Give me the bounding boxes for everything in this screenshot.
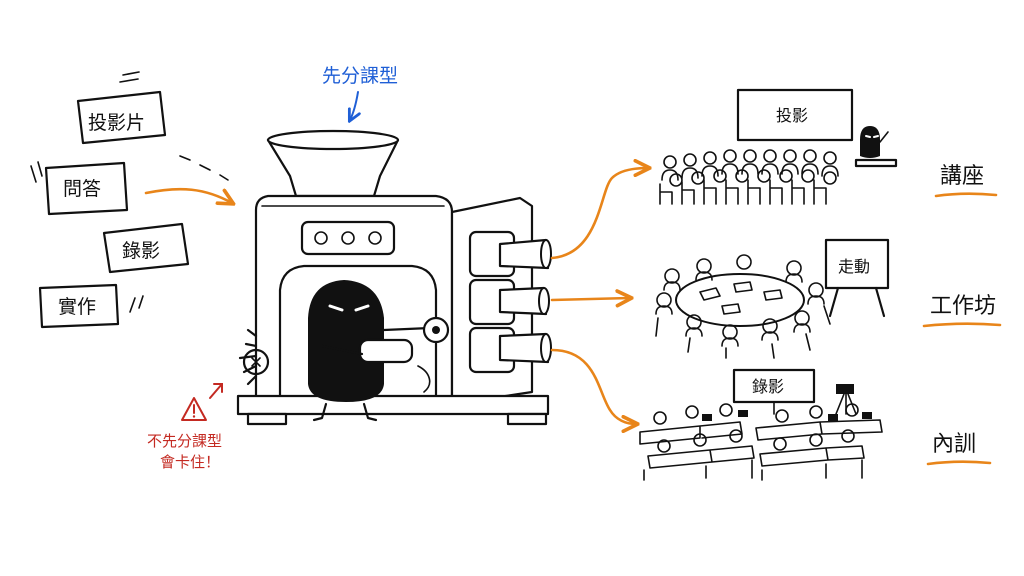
input-card-qa-label: 問答 xyxy=(63,178,101,200)
workshop-scene: 走動 xyxy=(655,238,890,359)
warning-note: 不先分課型 會卡住！ xyxy=(147,383,223,471)
sorting-machine xyxy=(236,129,552,426)
operator-character xyxy=(308,280,450,422)
training-underline xyxy=(926,460,992,466)
training-scene: 錄影 xyxy=(639,368,883,481)
warning-line2: 會卡住！ xyxy=(160,453,220,471)
workshop-underline xyxy=(922,322,1002,328)
workshop-flipchart xyxy=(824,238,890,290)
sort-first-note: 先分課型 xyxy=(322,65,398,87)
arrow-to-workshop xyxy=(550,298,630,300)
nozzle-bottom xyxy=(468,326,552,374)
lecture-label: 講座 xyxy=(940,164,984,189)
input-card-qa: 問答 xyxy=(30,161,129,216)
input-card-recording-label: 錄影 xyxy=(122,240,160,262)
lecture-screen-label: 投影 xyxy=(776,106,808,125)
training-label: 內訓 xyxy=(932,432,976,457)
arrow-to-lecture xyxy=(550,168,648,260)
input-arrow xyxy=(144,187,232,203)
arrow-to-training xyxy=(550,348,636,424)
input-card-slides-label: 投影片 xyxy=(88,112,145,134)
training-banner-label: 錄影 xyxy=(752,377,784,396)
flow-dashes xyxy=(179,155,229,181)
lecture-underline xyxy=(934,192,998,198)
workshop-label: 工作坊 xyxy=(930,294,996,319)
workshop-board-label: 走動 xyxy=(838,257,870,276)
nozzle-top xyxy=(468,230,552,278)
sort-first-note-arrow xyxy=(350,91,358,120)
warning-line1: 不先分課型 xyxy=(147,432,222,450)
lecture-scene: 投影 xyxy=(659,88,898,205)
input-card-practice: 實作 xyxy=(38,283,144,329)
lecture-screen xyxy=(736,88,854,142)
input-card-recording: 錄影 xyxy=(102,222,190,274)
input-card-practice-label: 實作 xyxy=(58,296,96,318)
nozzle-middle xyxy=(468,278,550,326)
input-card-slides: 投影片 xyxy=(76,71,167,145)
